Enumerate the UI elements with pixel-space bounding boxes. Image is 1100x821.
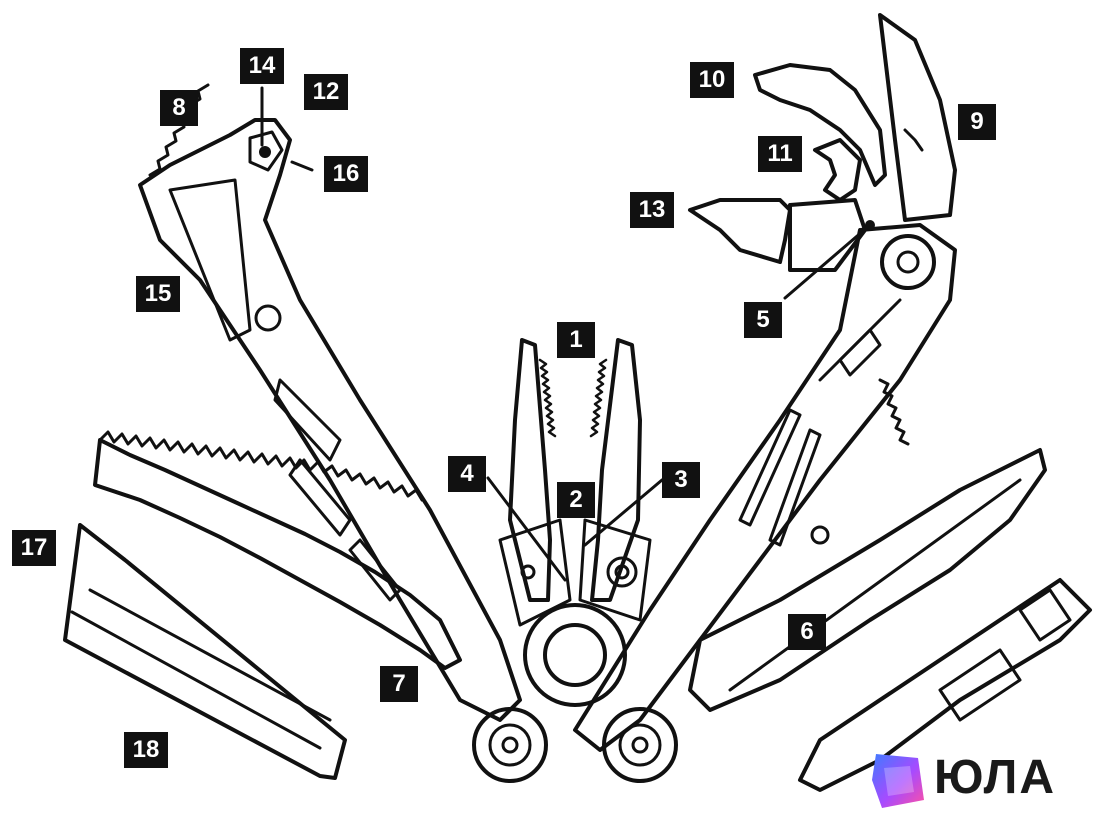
callout-1: 1	[557, 322, 595, 358]
callout-8: 8	[160, 90, 198, 126]
callout-16: 16	[324, 156, 368, 192]
left-handle	[138, 118, 522, 722]
right-handle	[573, 223, 957, 752]
yula-logo-icon	[872, 754, 924, 808]
callout-15: 15	[136, 276, 180, 312]
callout-17: 17	[12, 530, 56, 566]
plier-jaws	[508, 338, 552, 602]
yula-watermark: ЮЛА	[868, 748, 1100, 816]
callout-14: 14	[240, 48, 284, 84]
callout-4: 4	[448, 456, 486, 492]
callout-3: 3	[662, 462, 700, 498]
callout-12: 12	[304, 74, 348, 110]
file-tool	[63, 523, 347, 780]
callout-9: 9	[958, 104, 996, 140]
callout-10: 10	[690, 62, 734, 98]
saw-blade	[93, 438, 462, 670]
callout-7: 7	[380, 666, 418, 702]
callout-13: 13	[630, 192, 674, 228]
callout-2: 2	[557, 482, 595, 518]
callout-6: 6	[788, 614, 826, 650]
carabiner	[798, 578, 1092, 792]
knife-blade	[688, 448, 1047, 712]
yula-wordmark: ЮЛА	[934, 751, 1057, 804]
callout-11: 11	[758, 136, 802, 172]
callout-5: 5	[744, 302, 782, 338]
callout-18: 18	[124, 732, 168, 768]
